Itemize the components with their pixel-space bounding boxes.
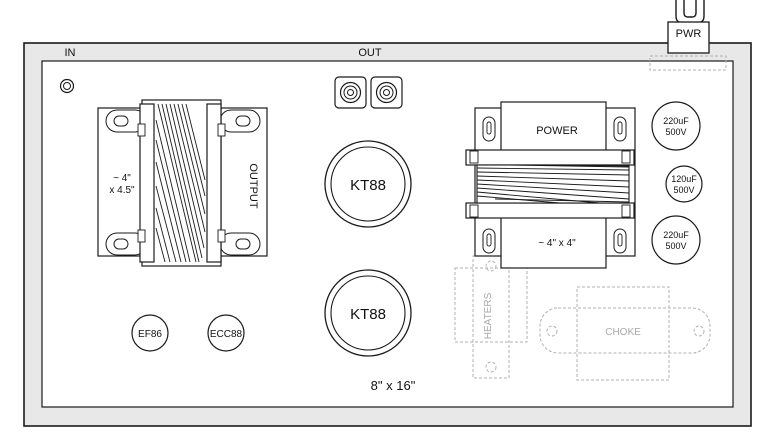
cap2-voltage: 500V xyxy=(673,185,694,195)
kt88-socket-bottom xyxy=(324,269,412,357)
kt88-socket-top xyxy=(324,140,412,228)
capacitor-1 xyxy=(651,101,701,151)
choke-label: CHOKE xyxy=(605,327,641,338)
cap3-voltage: 500V xyxy=(665,241,686,251)
power-cord-icon xyxy=(675,0,705,24)
cap2-value: 120uF xyxy=(671,174,697,184)
chassis-size-label: 8" x 16" xyxy=(371,378,416,393)
ecc88-socket xyxy=(207,314,245,352)
ef86-label: EF86 xyxy=(138,329,162,340)
ecc88-label: ECC88 xyxy=(210,329,243,340)
power-transformer xyxy=(465,101,636,269)
cap1-value: 220uF xyxy=(663,116,689,126)
ef86-socket xyxy=(131,314,169,352)
capacitor-2 xyxy=(665,165,703,203)
kt88-bottom-label: KT88 xyxy=(350,306,386,323)
output-transformer-label: OUTPUT xyxy=(247,163,259,209)
cap1-voltage: 500V xyxy=(665,127,686,137)
cap3-value: 220uF xyxy=(663,230,689,240)
input-jack-icon xyxy=(59,78,75,94)
speaker-terminal-icon xyxy=(334,76,367,109)
kt88-top-label: KT88 xyxy=(350,177,386,194)
output-transformer xyxy=(97,99,268,267)
choke xyxy=(539,286,711,381)
pwr-inlet-box xyxy=(667,21,710,54)
capacitor-3 xyxy=(651,215,701,265)
power-transformer-label: POWER xyxy=(536,125,578,137)
out-label: OUT xyxy=(358,47,382,59)
heaters-label: HEATERS xyxy=(483,292,494,339)
output-size-line2: x 4.5" xyxy=(109,185,135,196)
pwr-inlet-outline xyxy=(649,55,727,71)
speaker-terminal-icon xyxy=(370,76,403,109)
output-size-line1: ~ 4" xyxy=(113,173,131,184)
power-size-label: ~ 4" x 4" xyxy=(538,238,576,249)
in-label: IN xyxy=(65,47,76,59)
pwr-label: PWR xyxy=(676,28,702,40)
